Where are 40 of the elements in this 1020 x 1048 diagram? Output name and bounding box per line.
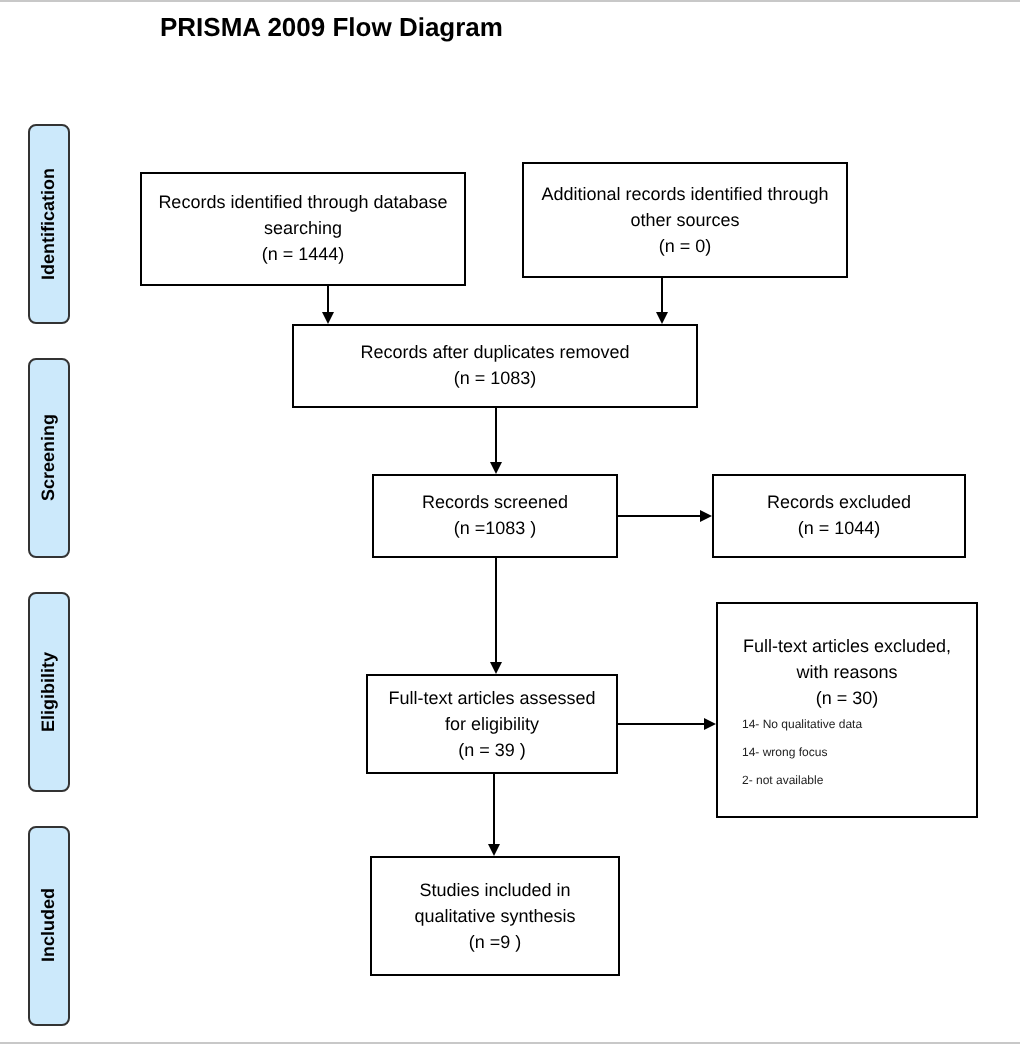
- box-text: Records screened: [419, 490, 571, 516]
- count-text: (n = 1444): [259, 242, 347, 268]
- arrow: [490, 557, 502, 674]
- process-box: [370, 856, 620, 976]
- count-text: (n = 39 ): [456, 737, 528, 763]
- box-text: Records identified through database searching: [156, 190, 450, 242]
- diagram-title: PRISMA 2009 Flow Diagram: [160, 10, 503, 46]
- process-box: [372, 474, 618, 558]
- stage-band: [28, 592, 70, 792]
- process-box: [292, 324, 698, 408]
- box-text: Full-text articles assessed for eligibility: [386, 685, 598, 737]
- arrow: [617, 718, 716, 730]
- arrow: [656, 277, 668, 324]
- count-text: (n = 30): [813, 685, 881, 711]
- count-text: (n =9 ): [466, 929, 524, 955]
- arrow: [490, 407, 502, 474]
- arrow: [322, 285, 334, 324]
- box-text: Studies included in qualitative synthesis: [412, 877, 578, 929]
- process-box: [140, 172, 466, 286]
- box-text: Records excluded: [764, 490, 914, 516]
- arrow: [488, 773, 500, 856]
- count-text: (n = 1083): [451, 366, 539, 392]
- stage-label: Eligibility: [35, 651, 60, 732]
- box-text: Records after duplicates removed: [358, 340, 632, 366]
- count-text: (n = 1044): [795, 516, 883, 542]
- stage-band: [28, 358, 70, 558]
- process-box: [366, 674, 618, 774]
- count-text: (n = 0): [656, 233, 714, 259]
- process-box: [716, 602, 978, 818]
- box-text: Additional records identified through other sources: [539, 181, 831, 233]
- stage-label: Identification: [35, 168, 60, 280]
- count-text: (n =1083 ): [451, 516, 539, 542]
- box-text: Full-text articles excluded, with reasons: [740, 633, 954, 685]
- stage-band: [28, 124, 70, 324]
- process-box: [522, 162, 848, 278]
- process-box: [712, 474, 966, 558]
- arrow: [617, 510, 712, 522]
- stage-band: [28, 826, 70, 1026]
- stage-label: Included: [35, 888, 60, 963]
- stage-label: Screening: [35, 414, 60, 502]
